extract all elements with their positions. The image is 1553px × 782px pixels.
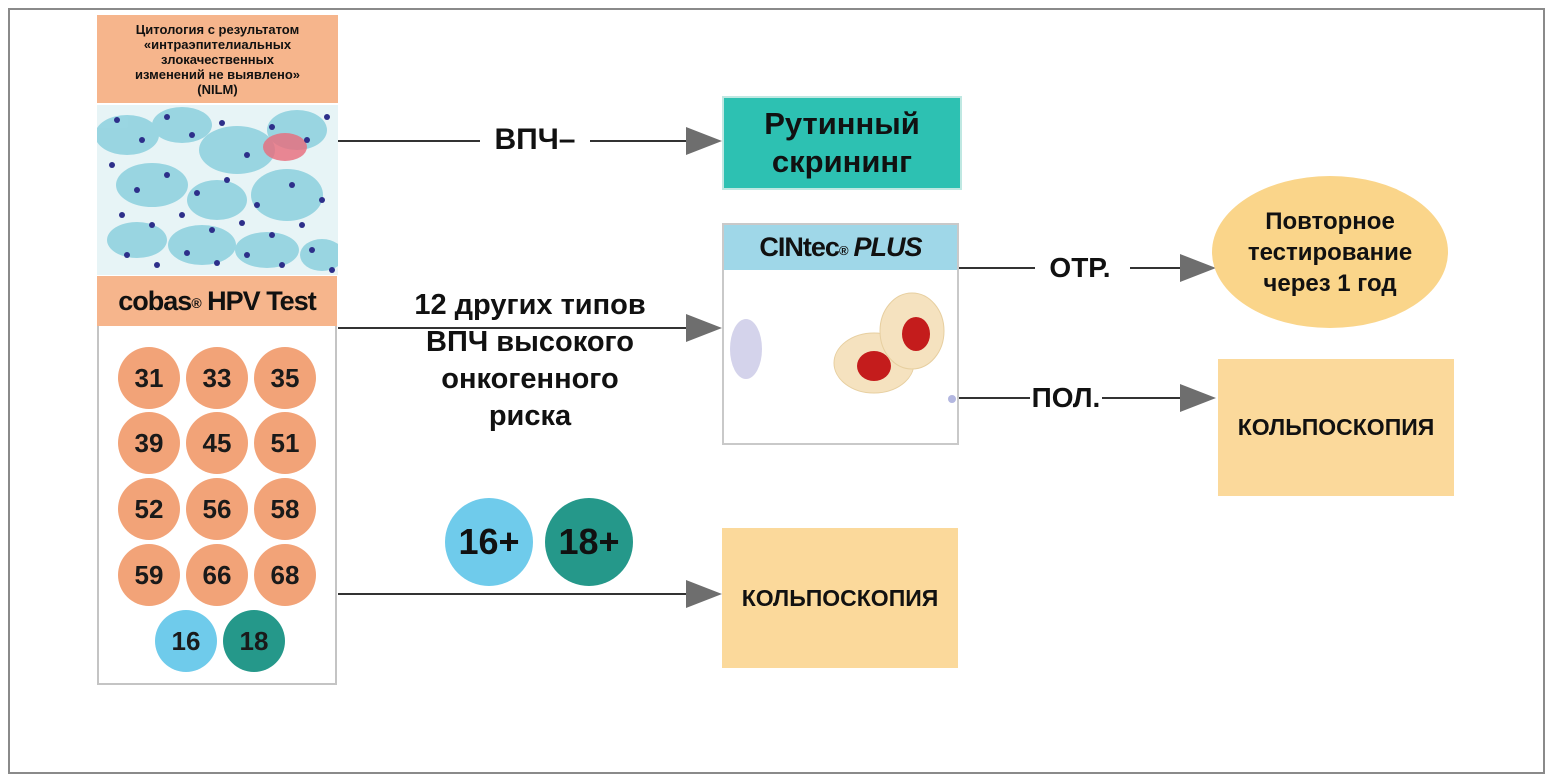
colposcopy-box-direct: КОЛЬПОСКОПИЯ bbox=[722, 528, 958, 668]
cintec-name: CINtec bbox=[759, 232, 840, 262]
diagram-frame bbox=[8, 8, 1545, 774]
cobas-title: HPV Test bbox=[207, 285, 317, 316]
cobas-hpv-test-header: cobas® HPV Test bbox=[97, 276, 337, 326]
colposcopy-box-after-cintec: КОЛЬПОСКОПИЯ bbox=[1218, 359, 1454, 496]
cintec-registered-mark: ® bbox=[838, 243, 849, 258]
hpv-type-circle: 56 bbox=[186, 478, 248, 540]
hpv-type-circle: 59 bbox=[118, 544, 180, 606]
hpv-type-16-circle: 16 bbox=[155, 610, 217, 672]
hpv-type-circle: 66 bbox=[186, 544, 248, 606]
other-hr-hpv-types-label: 12 других типов ВПЧ высокого онкогенного… bbox=[414, 289, 646, 432]
cytology-header: Цитология с результатом «интраэпителиаль… bbox=[97, 15, 338, 103]
retest-in-one-year-oval: Повторное тестирование через 1 год bbox=[1212, 176, 1448, 328]
hpv-type-circle: 51 bbox=[254, 412, 316, 474]
hpv-type-circle: 39 bbox=[118, 412, 180, 474]
hpv-type-circle: 68 bbox=[254, 544, 316, 606]
negative-result-label: ОТР. bbox=[1049, 252, 1111, 283]
hpv-type-circle: 35 bbox=[254, 347, 316, 409]
positive-result-label: ПОЛ. bbox=[1031, 382, 1101, 413]
hpv-type-circle: 45 bbox=[186, 412, 248, 474]
cintec-suffix: PLUS bbox=[853, 232, 923, 262]
hpv-type-circle: 31 bbox=[118, 347, 180, 409]
cintec-micrograph bbox=[730, 292, 956, 403]
cobas-brand: cobas bbox=[118, 285, 192, 316]
cytology-micrograph bbox=[97, 105, 338, 275]
hpv18-positive-badge: 18+ bbox=[545, 498, 633, 586]
cintec-plus-header: CINtec® PLUS bbox=[724, 225, 957, 270]
routine-screening-box: Рутинный скрининг bbox=[722, 96, 962, 190]
hpv-type-circle: 58 bbox=[254, 478, 316, 540]
hpv16-positive-badge: 16+ bbox=[445, 498, 533, 586]
hpv-negative-label: ВПЧ– bbox=[494, 123, 576, 156]
hpv-type-18-circle: 18 bbox=[223, 610, 285, 672]
hpv-type-circle: 33 bbox=[186, 347, 248, 409]
cobas-registered-mark: ® bbox=[191, 295, 201, 311]
hpv-type-circle: 52 bbox=[118, 478, 180, 540]
cytology-header-text: Цитология с результатом «интраэпителиаль… bbox=[134, 21, 301, 97]
hpv-types-panel: 31 33 35 39 45 51 52 56 58 59 66 68 16 1… bbox=[97, 326, 337, 685]
